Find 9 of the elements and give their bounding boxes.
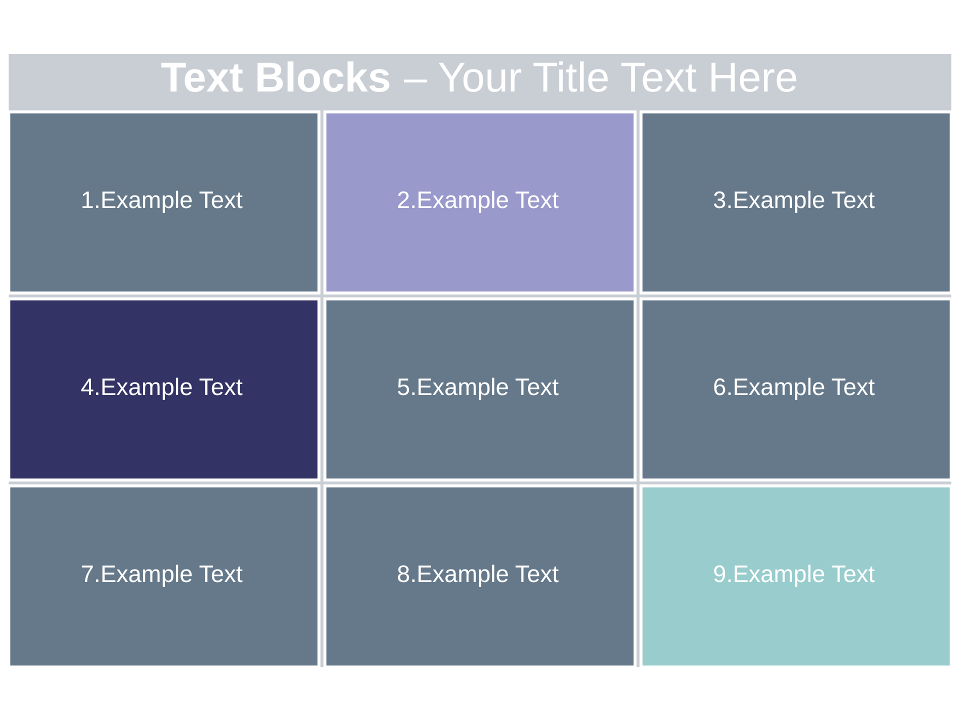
node-box: 8.Example Text xyxy=(323,484,637,666)
node-box: 4.Example Text xyxy=(8,296,320,481)
node-box: 3.Example Text xyxy=(640,110,952,294)
node-box: 9.Example Text xyxy=(640,484,952,666)
node-box: 7.Example Text xyxy=(8,484,320,666)
node-box: 1.Example Text xyxy=(8,110,320,294)
node-box: 6.Example Text xyxy=(640,296,952,481)
node-box: 2.Example Text xyxy=(323,110,637,294)
node-box: 5.Example Text xyxy=(323,296,637,481)
